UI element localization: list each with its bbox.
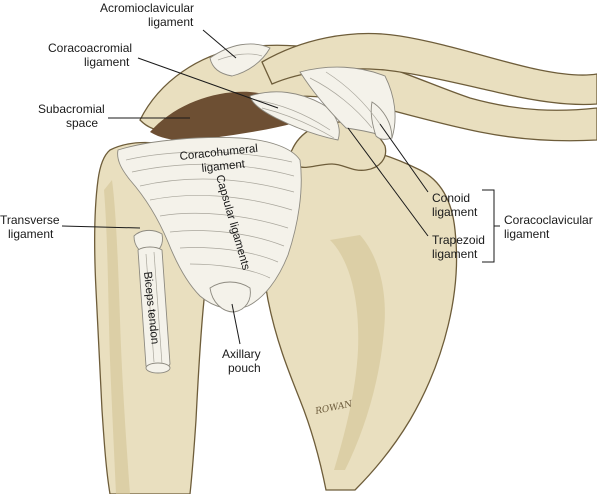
acromioclavicular-ligament-shape xyxy=(209,43,271,77)
leader-lines xyxy=(61,29,500,345)
leader-axillary xyxy=(231,303,241,345)
label-axillary-line2: pouch xyxy=(228,361,261,375)
label-coracoclavicular-line2: ligament xyxy=(504,227,550,241)
label-trapezoid-line1: Trapezoid xyxy=(432,233,485,247)
biceps-tendon-end xyxy=(145,362,171,374)
label-transverse-line2: ligament xyxy=(8,227,54,241)
coracoacromial-ligament-shape xyxy=(249,91,340,141)
label-transverse-line1: Transverse xyxy=(0,213,60,227)
humerus-shade xyxy=(104,180,130,494)
ligaments xyxy=(117,43,396,374)
label-coracoclavicular-line1: Coracoclavicular xyxy=(504,213,593,227)
capsular-ligament-shape xyxy=(117,137,302,310)
axillary-pouch-shape xyxy=(209,281,251,313)
conoid-ligament-shape xyxy=(370,101,393,140)
label-acromioclavicular-line2: ligament xyxy=(148,15,194,29)
leader-trapezoid xyxy=(347,127,429,237)
leader-acromioclavicular xyxy=(202,29,237,59)
leader-coracoacromial xyxy=(137,57,279,109)
label-subacromial-line1: Subacromial xyxy=(38,102,105,116)
ligament-fibers xyxy=(125,53,381,365)
coracoclavicular-bracket xyxy=(482,189,500,263)
label-conoid-line2: ligament xyxy=(432,205,478,219)
leader-conoid xyxy=(379,123,429,193)
clavicle xyxy=(261,32,597,106)
label-acromioclavicular-line1: Acromioclavicular xyxy=(100,1,194,15)
leader-transverse xyxy=(61,225,141,229)
label-trapezoid-line2: ligament xyxy=(432,247,478,261)
label-coracoacromial-line2: ligament xyxy=(84,55,130,69)
label-coracoacromial-line1: Coracoacromial xyxy=(48,41,132,55)
label-conoid-line1: Conoid xyxy=(432,191,470,205)
label-coracohumeral-line2: ligament xyxy=(201,158,246,175)
scapula-shade xyxy=(330,235,385,470)
label-axillary-line1: Axillary xyxy=(222,347,261,361)
label-subacromial-line2: space xyxy=(66,116,98,130)
